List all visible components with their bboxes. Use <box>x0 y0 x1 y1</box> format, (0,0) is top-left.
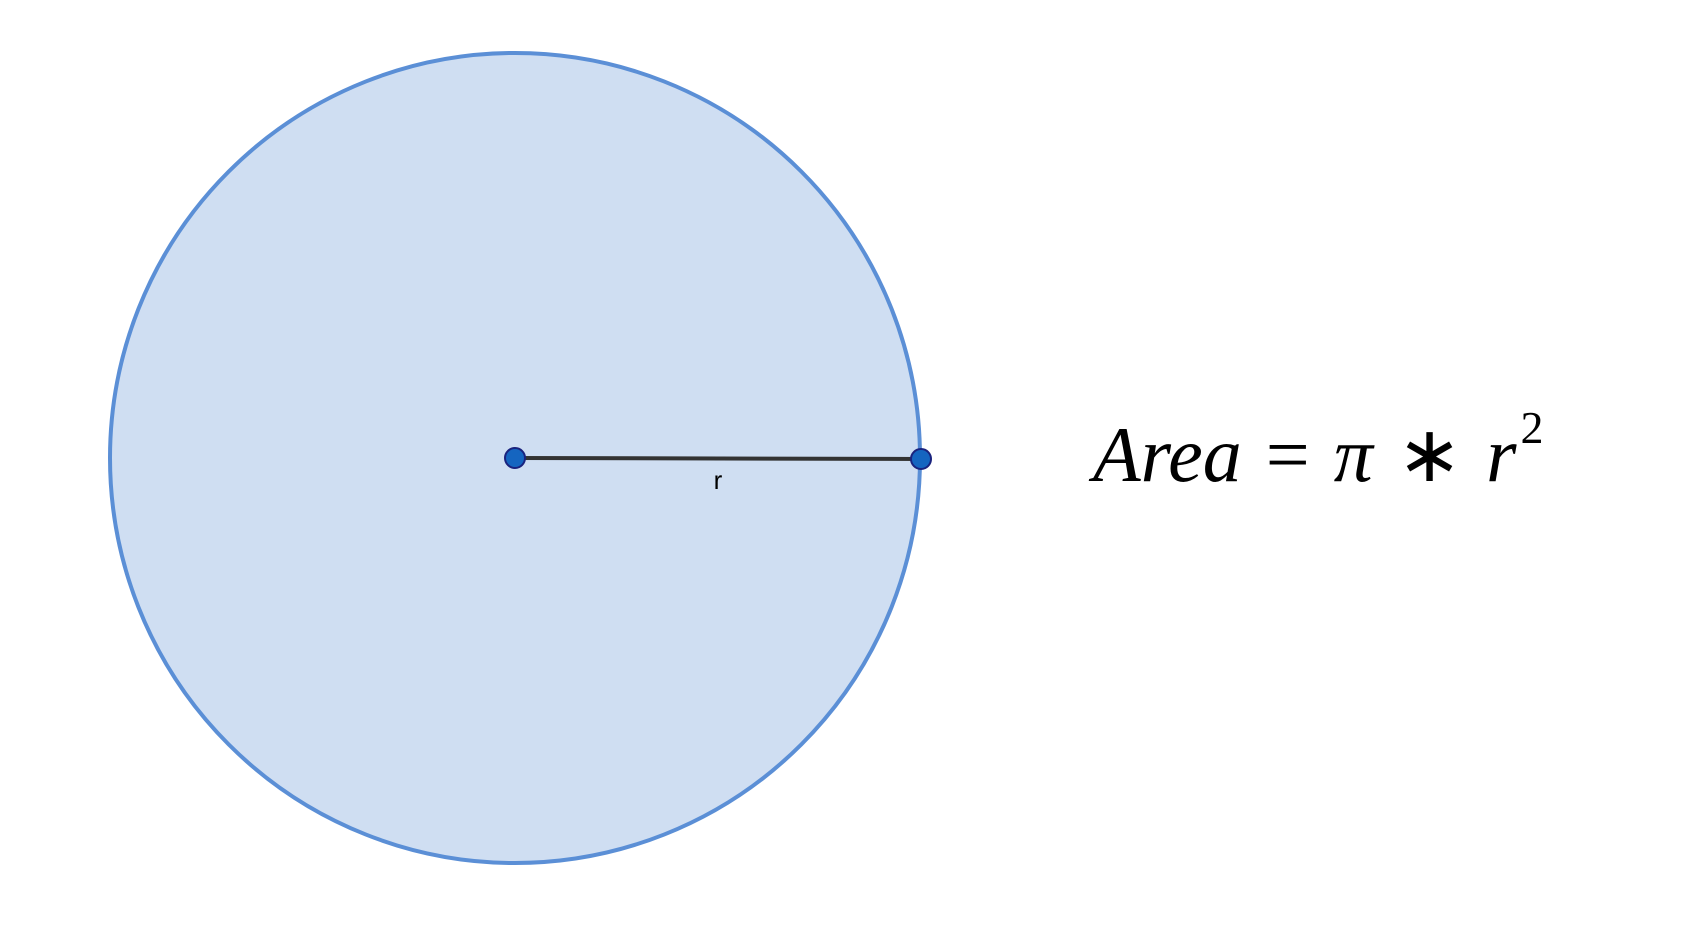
formula-exponent: 2 <box>1520 402 1544 453</box>
formula-lhs: Area <box>1093 411 1242 498</box>
radius-label: r <box>714 465 723 495</box>
formula-times: ∗ <box>1396 411 1463 498</box>
radius-segment <box>514 456 922 461</box>
formula-equals: = <box>1265 411 1310 498</box>
area-formula: Area=π∗r2 <box>1093 405 1544 494</box>
formula-variable: r <box>1486 411 1517 498</box>
formula-pi: π <box>1333 411 1373 498</box>
center-point[interactable] <box>504 447 526 469</box>
edge-point[interactable] <box>910 448 932 470</box>
